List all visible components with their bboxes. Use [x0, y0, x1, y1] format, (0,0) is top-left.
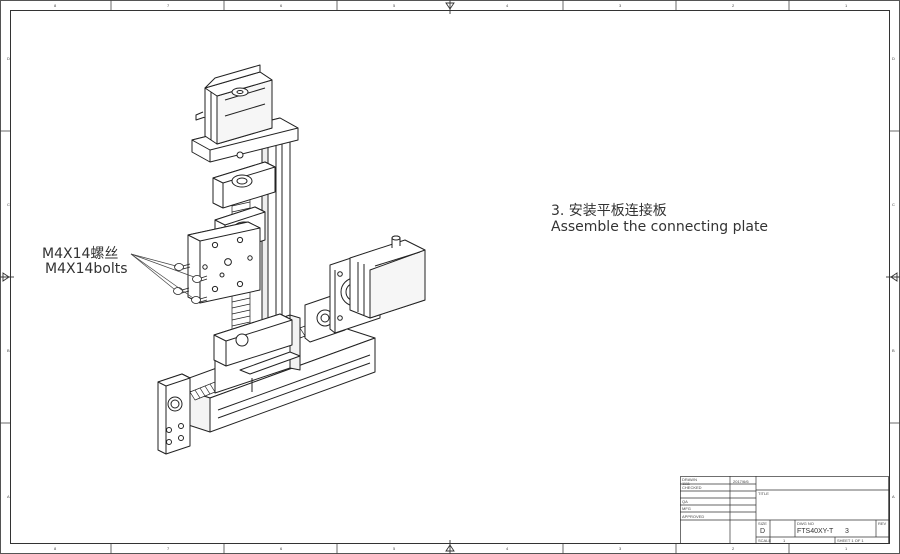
col-label-top-5: 5	[393, 3, 396, 8]
inner-border	[10, 10, 890, 544]
tb-sheet-text: SHEET 1 OF 1	[837, 538, 864, 543]
col-label-bottom-4: 4	[506, 546, 509, 551]
row-label-left-d: D	[7, 56, 10, 61]
tb-title-label: TITLE	[758, 491, 769, 496]
step-title-en: Assemble the connecting plate	[551, 219, 769, 235]
callout-bolts-en: M4X14bolts	[45, 261, 128, 277]
col-label-top-1: 1	[845, 3, 848, 8]
tb-dwg-no-suffix: 3	[845, 528, 849, 535]
tb-dwg-no-value: FTS40XY-T	[797, 528, 834, 535]
linear-stage-illustration	[157, 64, 426, 455]
tb-size-value: D	[760, 528, 766, 535]
col-label-bottom-6: 6	[280, 546, 283, 551]
tb-size-label: SIZE	[758, 521, 767, 526]
row-label-left-b: B	[7, 348, 10, 353]
tb-drawn-name: 1111	[682, 481, 691, 486]
tb-checked-label: CHECKED	[682, 485, 702, 490]
tb-approved-label: APPROVED	[682, 514, 705, 519]
col-label-bottom-7: 7	[167, 546, 170, 551]
col-label-top-6: 6	[280, 3, 283, 8]
col-label-bottom-5: 5	[393, 546, 396, 551]
col-label-top-4: 4	[506, 3, 509, 8]
row-label-right-a: A	[892, 494, 895, 499]
row-label-right-d: D	[892, 56, 895, 61]
col-label-top-7: 7	[167, 3, 170, 8]
tb-mfg-label: MFG	[682, 506, 691, 511]
tb-qa-label: QA	[682, 499, 688, 504]
tb-scale-label: SCALE	[758, 538, 772, 543]
row-label-left-c: C	[7, 202, 10, 207]
tb-scale-value: 1	[783, 538, 786, 543]
callout-leaders	[130, 253, 195, 299]
col-label-top-8: 8	[54, 3, 57, 8]
step-title-cn: 3. 安装平板连接板	[551, 203, 667, 219]
row-label-left-a: A	[7, 494, 10, 499]
col-label-bottom-8: 8	[54, 546, 57, 551]
callout-bolts-cn: M4X14螺丝	[42, 246, 119, 262]
tb-dwg-no-label: DWG NO	[797, 521, 814, 526]
title-block-frame	[680, 476, 889, 544]
tb-rev-label: REV	[878, 521, 887, 526]
col-label-top-3: 3	[619, 3, 622, 8]
row-label-right-b: B	[892, 348, 895, 353]
tb-drawn-label: DRAWN	[682, 477, 697, 482]
col-label-bottom-2: 2	[732, 546, 735, 551]
col-label-bottom-1: 1	[845, 546, 848, 551]
col-label-bottom-3: 3	[619, 546, 622, 551]
row-label-right-c: C	[892, 202, 895, 207]
tb-drawn-date: 2017/6/6	[733, 479, 749, 484]
col-label-top-2: 2	[732, 3, 735, 8]
